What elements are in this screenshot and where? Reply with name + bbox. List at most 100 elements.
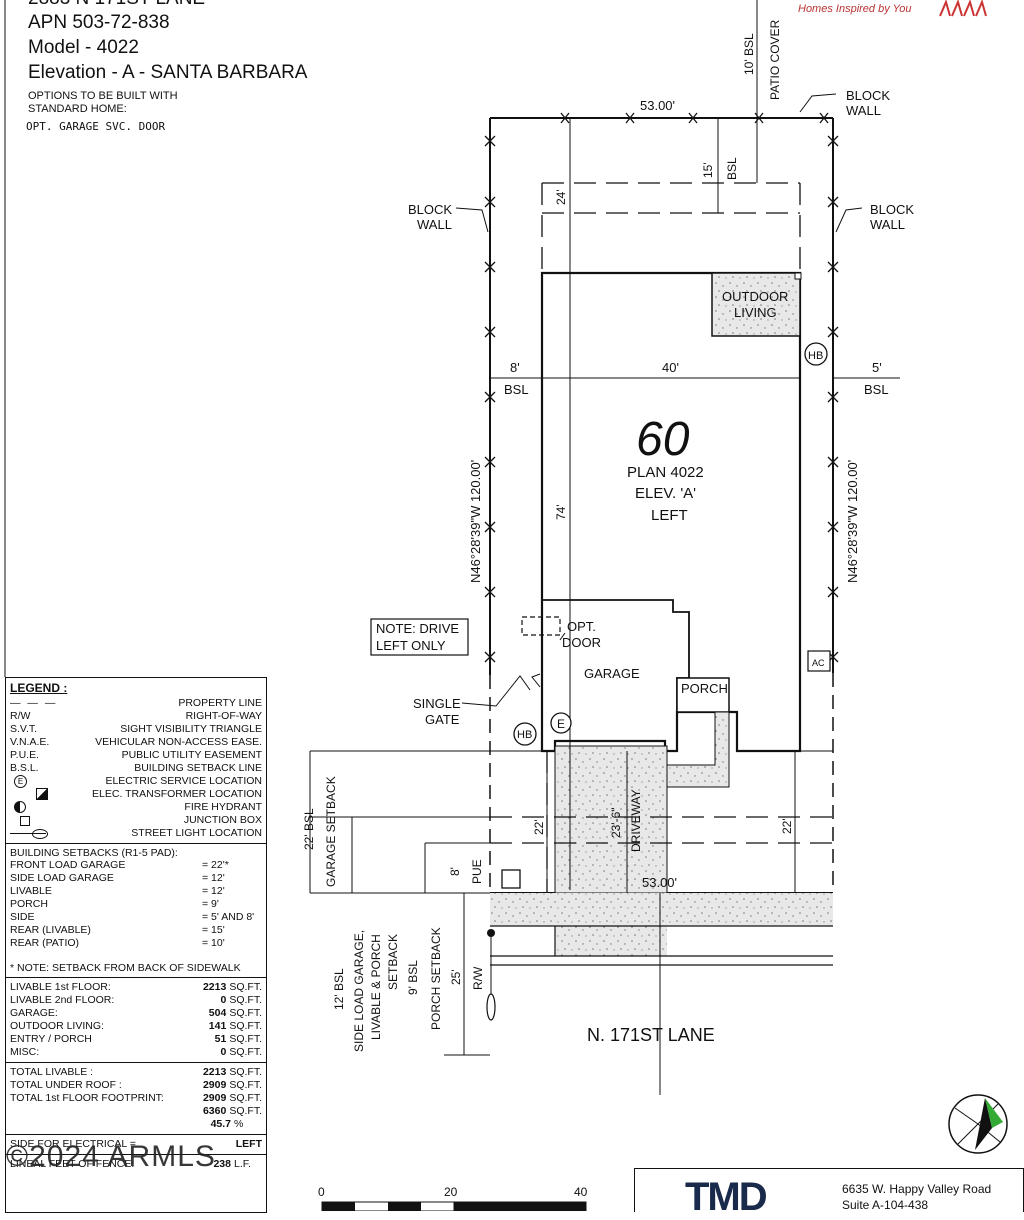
electric-service-icon: E xyxy=(14,775,27,788)
elevation-name: Elevation - A - SANTA BARBARA xyxy=(28,62,308,83)
options-note-line-1: OPTIONS TO BE BUILT WITH xyxy=(28,90,178,102)
driveway xyxy=(554,745,668,894)
legend-row: STREET LIGHT LOCATION xyxy=(10,827,262,840)
transformer-icon xyxy=(36,788,48,800)
plan-label: PLAN 4022 xyxy=(627,464,704,481)
legend-row: ELEC. TRANSFORMER LOCATION xyxy=(10,788,262,801)
opt-label: OPT. xyxy=(567,619,596,634)
legend-row: — — —PROPERTY LINE xyxy=(10,697,262,709)
setback-note: * NOTE: SETBACK FROM BACK OF SIDEWALK xyxy=(10,962,241,974)
bottom-width-label: 53.00' xyxy=(642,875,677,890)
brand-tagline: Homes Inspired by You xyxy=(798,3,912,15)
outdoor-label: OUTDOOR xyxy=(722,289,788,304)
setback-row: FRONT LOAD GARAGE= 22'* xyxy=(10,859,229,871)
rear-bsl-label: 10' BSL xyxy=(742,33,756,75)
watermark: ©2024 ARMLS xyxy=(6,1140,216,1173)
setback-row: SIDE= 5' AND 8' xyxy=(10,911,255,923)
hb-label-right: HB xyxy=(808,350,823,362)
dim-40: 40' xyxy=(662,360,679,375)
wall-label-tr: WALL xyxy=(846,103,881,118)
living-label: LIVING xyxy=(734,305,777,320)
options-note: OPTIONS TO BE BUILT WITH STANDARD HOME: xyxy=(28,90,178,116)
legend-row: B.S.L.BUILDING SETBACK LINE xyxy=(10,762,262,774)
sidewalk xyxy=(490,893,833,926)
options-note-line-2: STANDARD HOME: xyxy=(28,103,127,115)
scale-bar: 0 20 40 xyxy=(318,1185,588,1211)
address-line-2: Suite A-104-438 xyxy=(842,1198,929,1212)
elev-label: ELEV. 'A' xyxy=(635,485,696,502)
outdoor-living-area xyxy=(711,272,801,337)
dim-5: 5' xyxy=(872,360,882,375)
legend-row: P.U.E.PUBLIC UTILITY EASEMENT xyxy=(10,749,262,761)
brand-logo-mark xyxy=(939,0,987,17)
garage-setback-label: GARAGE SETBACK xyxy=(324,776,338,887)
ac-unit xyxy=(807,650,831,672)
dim-8: 8' xyxy=(510,360,520,375)
note-drive-line-2: LEFT ONLY xyxy=(376,638,446,653)
address-line: 2883 N 171ST LANE xyxy=(28,0,205,10)
dimension-lines xyxy=(309,0,900,1095)
block-wall-label-tr: BLOCK xyxy=(846,88,890,103)
setback-row: LIVABLE= 12' xyxy=(10,885,225,897)
rear-livable-dim: 15' xyxy=(701,162,715,178)
dim-22-left: 22' xyxy=(532,819,546,835)
electrical-section: SIDE FOR ELECTRICAL =LEFT xyxy=(6,1134,266,1154)
electrical-row: SIDE FOR ELECTRICAL =LEFT xyxy=(10,1138,262,1150)
entry-walk xyxy=(666,711,730,788)
legend-row: S.V.T.SIGHT VISIBILITY TRIANGLE xyxy=(10,723,262,735)
tmd-logo: TMD xyxy=(685,1175,768,1219)
apn-number: APN 503-72-838 xyxy=(28,12,170,33)
bearing-right: N46°28'39"W 120.00' xyxy=(845,460,860,583)
hose-bib-symbols xyxy=(513,342,828,746)
curb-lines xyxy=(490,925,833,966)
gate-label: GATE xyxy=(425,712,460,727)
left-bsl: BSL xyxy=(504,382,529,397)
top-width-label: 53.00' xyxy=(640,98,675,113)
block-wall-marks xyxy=(484,112,839,663)
junction-box-icon xyxy=(20,816,30,826)
right-bsl: BSL xyxy=(864,382,889,397)
north-arrow xyxy=(948,1094,1008,1154)
option-item: OPT. GARAGE SVC. DOOR xyxy=(26,120,166,133)
setback-row: SIDE LOAD GARAGE= 12' xyxy=(10,872,225,884)
dim-22-right: 22' xyxy=(780,818,794,834)
rw-dim: 25' xyxy=(449,969,463,985)
svg-text:AC: AC xyxy=(812,658,825,668)
note-drive-box xyxy=(370,618,469,656)
side-load-line-2: LIVABLE & PORCH xyxy=(369,934,383,1040)
e-symbol-label: E xyxy=(557,717,565,731)
bearing-left: N46°28'39"W 120.00' xyxy=(468,460,483,583)
block-wall-label-r: BLOCK xyxy=(870,202,914,217)
scale-0: 0 xyxy=(318,1185,325,1199)
driveway-label: DRIVEWAY xyxy=(629,789,643,852)
fire-hydrant-icon xyxy=(14,801,26,813)
setback-row: REAR (LIVABLE)= 15' xyxy=(10,924,225,936)
porch-bsl-dim: 9' BSL xyxy=(406,960,420,995)
rear-setback-lines xyxy=(541,182,801,273)
note-drive-line-1: NOTE: DRIVE xyxy=(376,621,459,636)
porch-label: PORCH xyxy=(681,681,728,696)
setback-row: PORCH= 9' xyxy=(10,898,219,910)
dim-74: 74' xyxy=(554,504,568,520)
address-line-1: 6635 W. Happy Valley Road xyxy=(842,1182,992,1196)
pue-label: PUE xyxy=(470,859,484,884)
patio-cover-label: PATIO COVER xyxy=(768,19,782,100)
opt-garage-door xyxy=(521,616,561,636)
dim-24: 24' xyxy=(554,189,568,205)
property-line-symbol: — — — xyxy=(10,697,58,709)
